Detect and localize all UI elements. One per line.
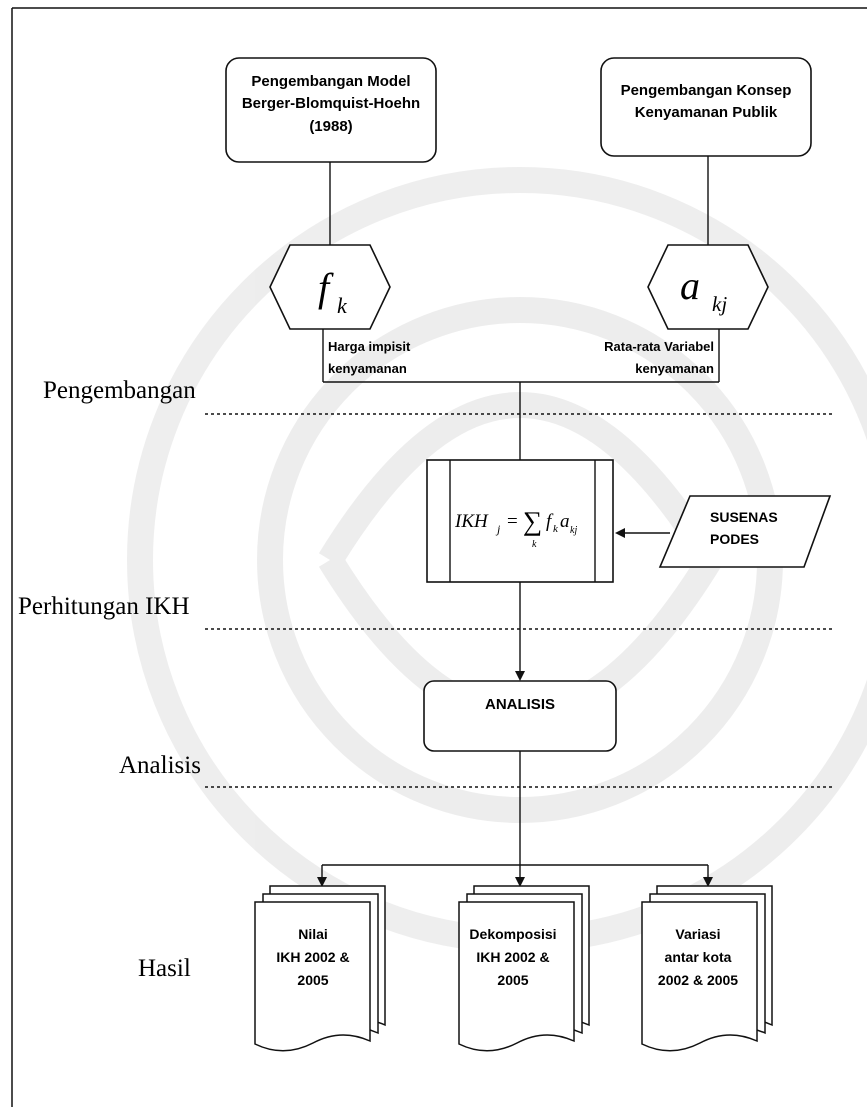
konsep-box-line2: Kenyamanan Publik (635, 104, 778, 121)
model-box (225, 57, 437, 163)
merge-bracket (322, 329, 720, 460)
konsep-box (600, 57, 812, 157)
harga-label-line1: Harga impisit (328, 339, 411, 354)
section-label-hasil: Hasil (138, 955, 191, 982)
section-label-pengembangan: Pengembangan (43, 377, 196, 404)
hexagon-fk-subscript: k (337, 293, 348, 318)
analysis-box (423, 680, 617, 752)
harga-label-line2: kenyamanan (328, 361, 407, 376)
formula-sum-subscript: k (532, 539, 537, 550)
section-label-perhitungan: Perhitungan IKH (18, 593, 190, 620)
result-doc-1 (254, 885, 386, 1052)
result-3-line3: 2002 & 2005 (658, 972, 738, 988)
frame (11, 7, 867, 1107)
formula-equals: = (507, 511, 518, 532)
hexagon-akj-subscript: kj (712, 292, 727, 316)
result-2-line2: IKH 2002 & (476, 949, 549, 965)
result-connectors (317, 751, 713, 887)
rata-label-line1: Rata-rata Variabel (604, 339, 714, 354)
result-doc-3 (641, 885, 773, 1052)
result-3-line2: antar kota (665, 949, 732, 965)
result-1-line1: Nilai (298, 926, 328, 942)
formula-a-subscript: kj (570, 525, 577, 536)
model-box-line3: (1988) (309, 118, 352, 135)
data-source-line1: SUSENAS (710, 509, 778, 525)
formula-lhs-subscript: j (495, 522, 501, 536)
model-box-line2: Berger-Blomquist-Hoehn (242, 95, 420, 112)
konsep-box-line1: Pengembangan Konsep (621, 82, 792, 99)
formula-sum: ∑ (523, 506, 542, 536)
rata-label-line2: kenyamanan (635, 361, 714, 376)
result-2-line3: 2005 (497, 972, 528, 988)
formula-f-subscript: k (553, 523, 559, 535)
analysis-box-label: ANALISIS (485, 696, 555, 713)
result-3-line1: Variasi (675, 926, 720, 942)
hexagon-akj-symbol: a (680, 263, 700, 308)
hexagon-akj (647, 244, 769, 330)
section-label-analisis: Analisis (119, 752, 201, 779)
model-box-line1: Pengembangan Model (251, 73, 410, 90)
result-doc-2 (458, 885, 590, 1052)
hexagon-fk (269, 244, 391, 330)
result-1-line3: 2005 (297, 972, 328, 988)
data-source-line2: PODES (710, 531, 759, 547)
formula-a: a (560, 511, 570, 532)
formula-lhs: IKH (454, 511, 489, 532)
result-2-line1: Dekomposisi (469, 926, 556, 942)
formula-box (426, 459, 614, 583)
result-1-line2: IKH 2002 & (276, 949, 349, 965)
formula-f: f (546, 511, 554, 532)
data-source-parallelogram (658, 495, 832, 568)
